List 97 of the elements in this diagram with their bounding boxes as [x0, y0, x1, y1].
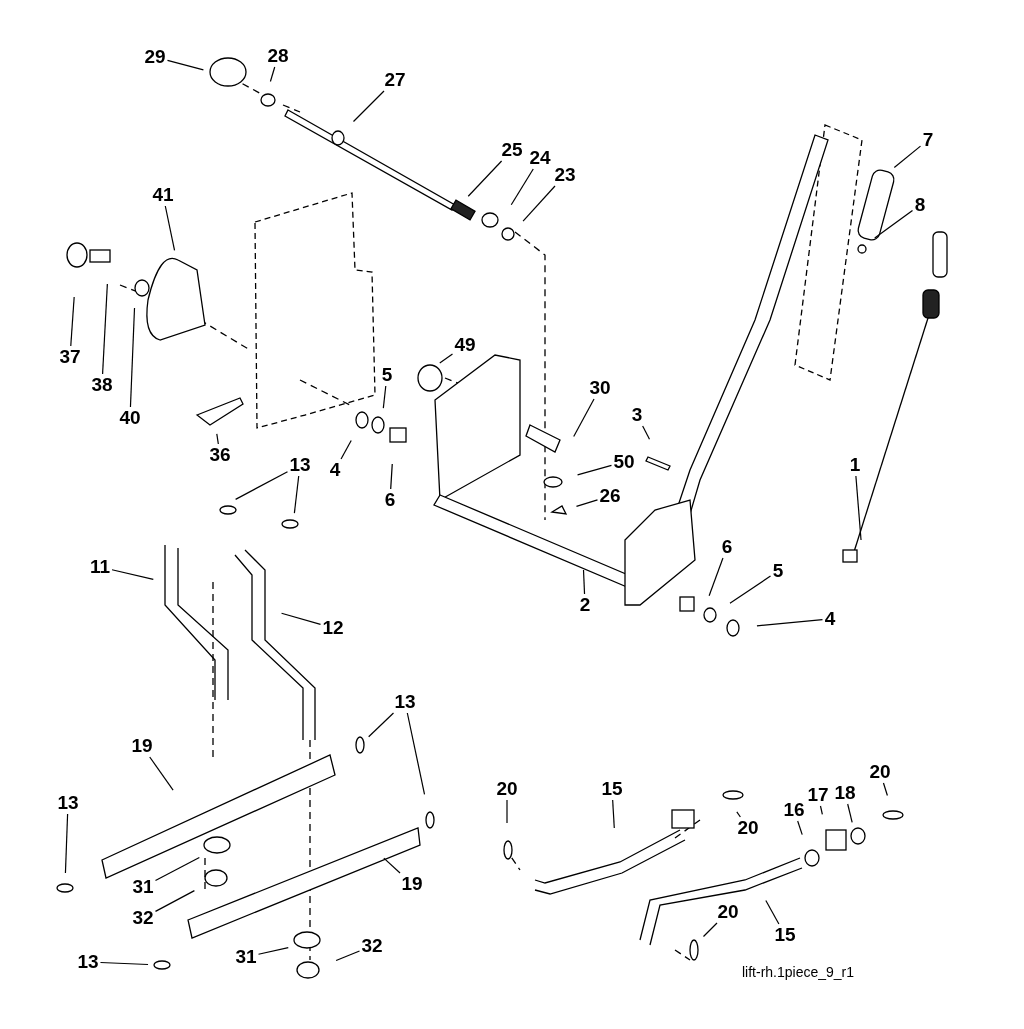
callout-number: 5 [772, 561, 784, 581]
leader-line [510, 168, 534, 206]
leader-line [383, 857, 401, 874]
callout-number: 32 [132, 908, 154, 928]
callout-number: 1 [849, 455, 861, 475]
leader-line [154, 890, 195, 912]
callout-number: 6 [384, 490, 396, 510]
leader-line [269, 66, 276, 83]
callout-number: 17 [807, 785, 829, 805]
leader-line [642, 425, 651, 440]
callout-number: 31 [235, 947, 257, 967]
callout-number: 13 [77, 952, 99, 972]
leader-line [64, 813, 69, 874]
callout-number: 25 [501, 140, 523, 160]
leader-line [164, 205, 176, 251]
callout-number: 32 [361, 936, 383, 956]
callout-number: 24 [529, 148, 551, 168]
leader-line [576, 464, 613, 476]
callout-number: 26 [599, 486, 621, 506]
leader-line [729, 575, 772, 604]
callout-number: 19 [401, 874, 423, 894]
callout-number: 8 [914, 195, 926, 215]
callout-number: 5 [381, 365, 393, 385]
callout-number: 20 [869, 762, 891, 782]
callout-number: 41 [152, 185, 174, 205]
callout-number: 20 [737, 818, 759, 838]
callout-number: 12 [322, 618, 344, 638]
leader-line [736, 811, 741, 818]
leader-line [874, 209, 914, 239]
leader-line [216, 433, 219, 445]
callout-number: 16 [783, 800, 805, 820]
callout-number: 18 [834, 783, 856, 803]
callout-number: 29 [144, 47, 166, 67]
leader-line [102, 283, 108, 375]
drawing-reference: lift-rh.1piece_9_r1 [742, 964, 855, 980]
callout-number: 13 [57, 793, 79, 813]
callout-number: 31 [132, 877, 154, 897]
callout-number: 3 [631, 405, 643, 425]
leader-line [280, 612, 322, 626]
leader-line [522, 185, 556, 222]
callout-number: 15 [601, 779, 623, 799]
callout-number: 20 [717, 902, 739, 922]
callout-number: 27 [384, 70, 406, 90]
callout-number: 37 [59, 347, 81, 367]
callout-number: 49 [454, 335, 476, 355]
leader-line [573, 398, 595, 438]
callout-number: 23 [554, 165, 576, 185]
callout-number: 4 [329, 460, 341, 480]
callout-number: 20 [496, 779, 518, 799]
leader-line [406, 712, 426, 795]
leader-line [467, 160, 503, 197]
leader-line [612, 799, 615, 829]
leader-line [340, 439, 352, 460]
callout-number: 13 [394, 692, 416, 712]
leader-line [166, 59, 204, 71]
callout-number: 4 [824, 609, 836, 629]
callout-number: 19 [131, 736, 153, 756]
leader-line [368, 712, 395, 738]
leader-line [235, 471, 289, 500]
callout-number: 13 [289, 455, 311, 475]
leader-line [390, 463, 393, 490]
leader-line [819, 805, 823, 815]
leader-line [708, 557, 724, 597]
leader-line [439, 353, 454, 364]
callout-number: 2 [579, 595, 591, 615]
leader-line [882, 782, 888, 797]
leader-line [847, 803, 853, 823]
callout-number: 50 [613, 452, 635, 472]
leader-line [154, 856, 200, 882]
leader-line [765, 899, 780, 925]
callout-number: 6 [721, 537, 733, 557]
leader-line [893, 145, 922, 168]
callout-number: 40 [119, 408, 141, 428]
leader-line [582, 569, 586, 595]
leader-line [111, 569, 154, 580]
leader-line [797, 820, 803, 836]
leader-line [352, 90, 385, 123]
leader-line [257, 947, 289, 955]
leader-line [99, 961, 149, 966]
leader-line [575, 499, 599, 508]
callout-number: 30 [589, 378, 611, 398]
callout-number: 36 [209, 445, 231, 465]
callout-number: 28 [267, 46, 289, 66]
leader-line [756, 619, 824, 627]
leader-line [506, 799, 508, 824]
leader-line [855, 475, 862, 541]
leader-line [293, 475, 300, 514]
leader-line [149, 756, 174, 791]
leader-line [335, 950, 361, 962]
callout-number: 11 [89, 557, 111, 577]
callout-number: 7 [922, 130, 934, 150]
leader-line [702, 922, 718, 938]
leader-line [382, 385, 387, 409]
callout-number: 15 [774, 925, 796, 945]
callout-number: 38 [91, 375, 113, 395]
leader-line [70, 296, 75, 347]
leader-line [129, 307, 136, 408]
